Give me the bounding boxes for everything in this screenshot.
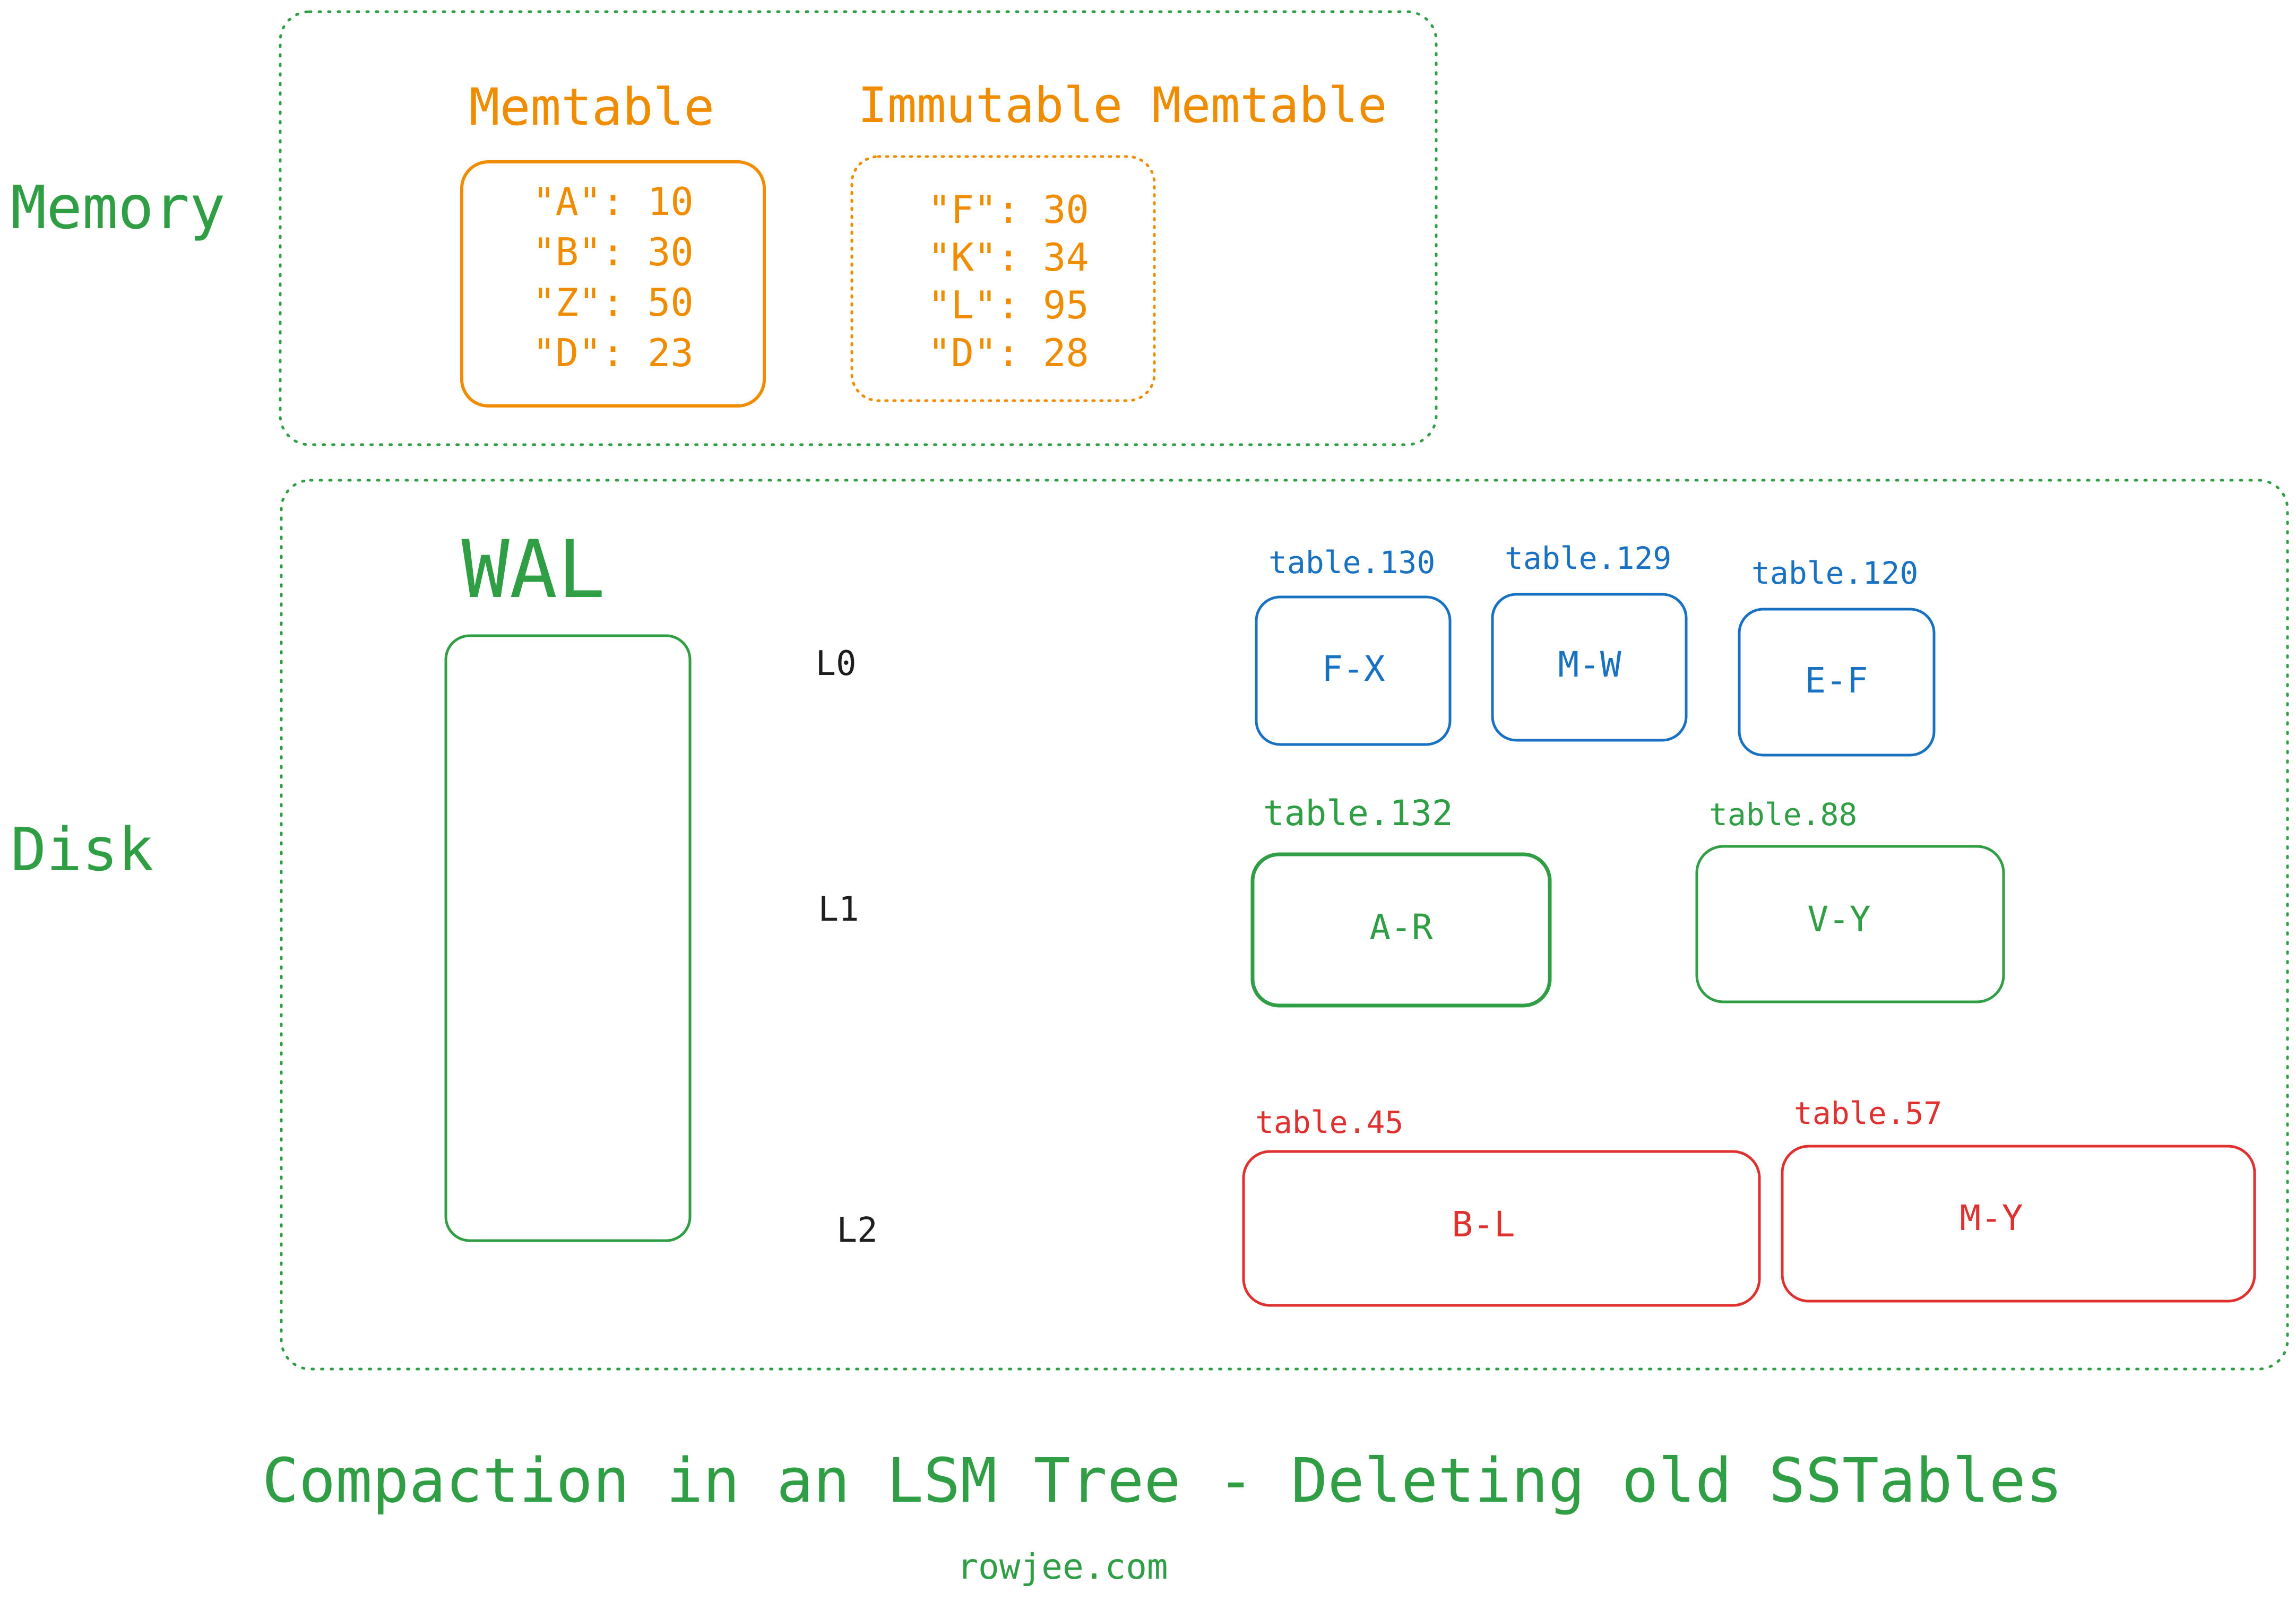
memtable-entry: "B": 30: [532, 230, 693, 274]
memory-label: Memory: [11, 174, 226, 243]
memtable-title: Memtable: [469, 77, 714, 137]
memtable-entry: "Z": 50: [532, 280, 693, 325]
memtable-box: [460, 160, 766, 408]
sstable-box: [1695, 845, 2005, 1003]
level-label-l1: L1: [818, 890, 859, 929]
sstable-name: table.129: [1505, 540, 1671, 576]
sstable-box: [1738, 608, 1936, 757]
memtable-entry: "D": 23: [532, 331, 693, 375]
memtable-entry: "A": 10: [532, 179, 693, 224]
diagram-caption: Compaction in an LSM Tree - Deleting old…: [262, 1445, 2063, 1517]
source-label: rowjee.com: [957, 1546, 1168, 1587]
sstable-box: [1491, 593, 1688, 742]
sstable-range: F-X: [1322, 648, 1385, 689]
memory-region: [279, 10, 1438, 446]
level-label-l2: L2: [836, 1211, 877, 1250]
sstable-box: [1781, 1145, 2256, 1303]
disk-region: [280, 479, 2289, 1371]
sstable-range: M-W: [1558, 644, 1621, 685]
sstable-range: B-L: [1452, 1204, 1515, 1245]
immutable-memtable-title: Immutable Memtable: [858, 77, 1387, 134]
level-label-l0: L0: [815, 644, 856, 683]
sstable-range: E-F: [1805, 660, 1868, 701]
immutable-memtable-entry: "D": 28: [928, 331, 1089, 375]
sstable-range: M-Y: [1960, 1198, 2023, 1239]
wal-box: [444, 634, 692, 1242]
sstable-range: V-Y: [1807, 899, 1870, 940]
immutable-memtable-entry: "L": 95: [928, 283, 1089, 327]
sstable-box: [1255, 595, 1452, 746]
disk-label: Disk: [11, 816, 154, 885]
sstable-name: table.57: [1794, 1095, 1942, 1131]
sstable-range: A-R: [1369, 907, 1432, 948]
sstable-name: table.45: [1255, 1104, 1403, 1140]
wal-title: WAL: [462, 524, 606, 616]
sstable-name: table.132: [1263, 793, 1453, 834]
sstable-name: table.88: [1709, 796, 1857, 833]
sstable-name: table.120: [1751, 555, 1918, 591]
sstable-box: [1242, 1150, 1761, 1307]
sstable-name: table.130: [1268, 544, 1435, 581]
immutable-memtable-entry: "K": 34: [928, 235, 1089, 280]
immutable-memtable-box: [850, 155, 1156, 402]
immutable-memtable-entry: "F": 30: [928, 187, 1089, 232]
sstable-box: [1250, 852, 1552, 1008]
